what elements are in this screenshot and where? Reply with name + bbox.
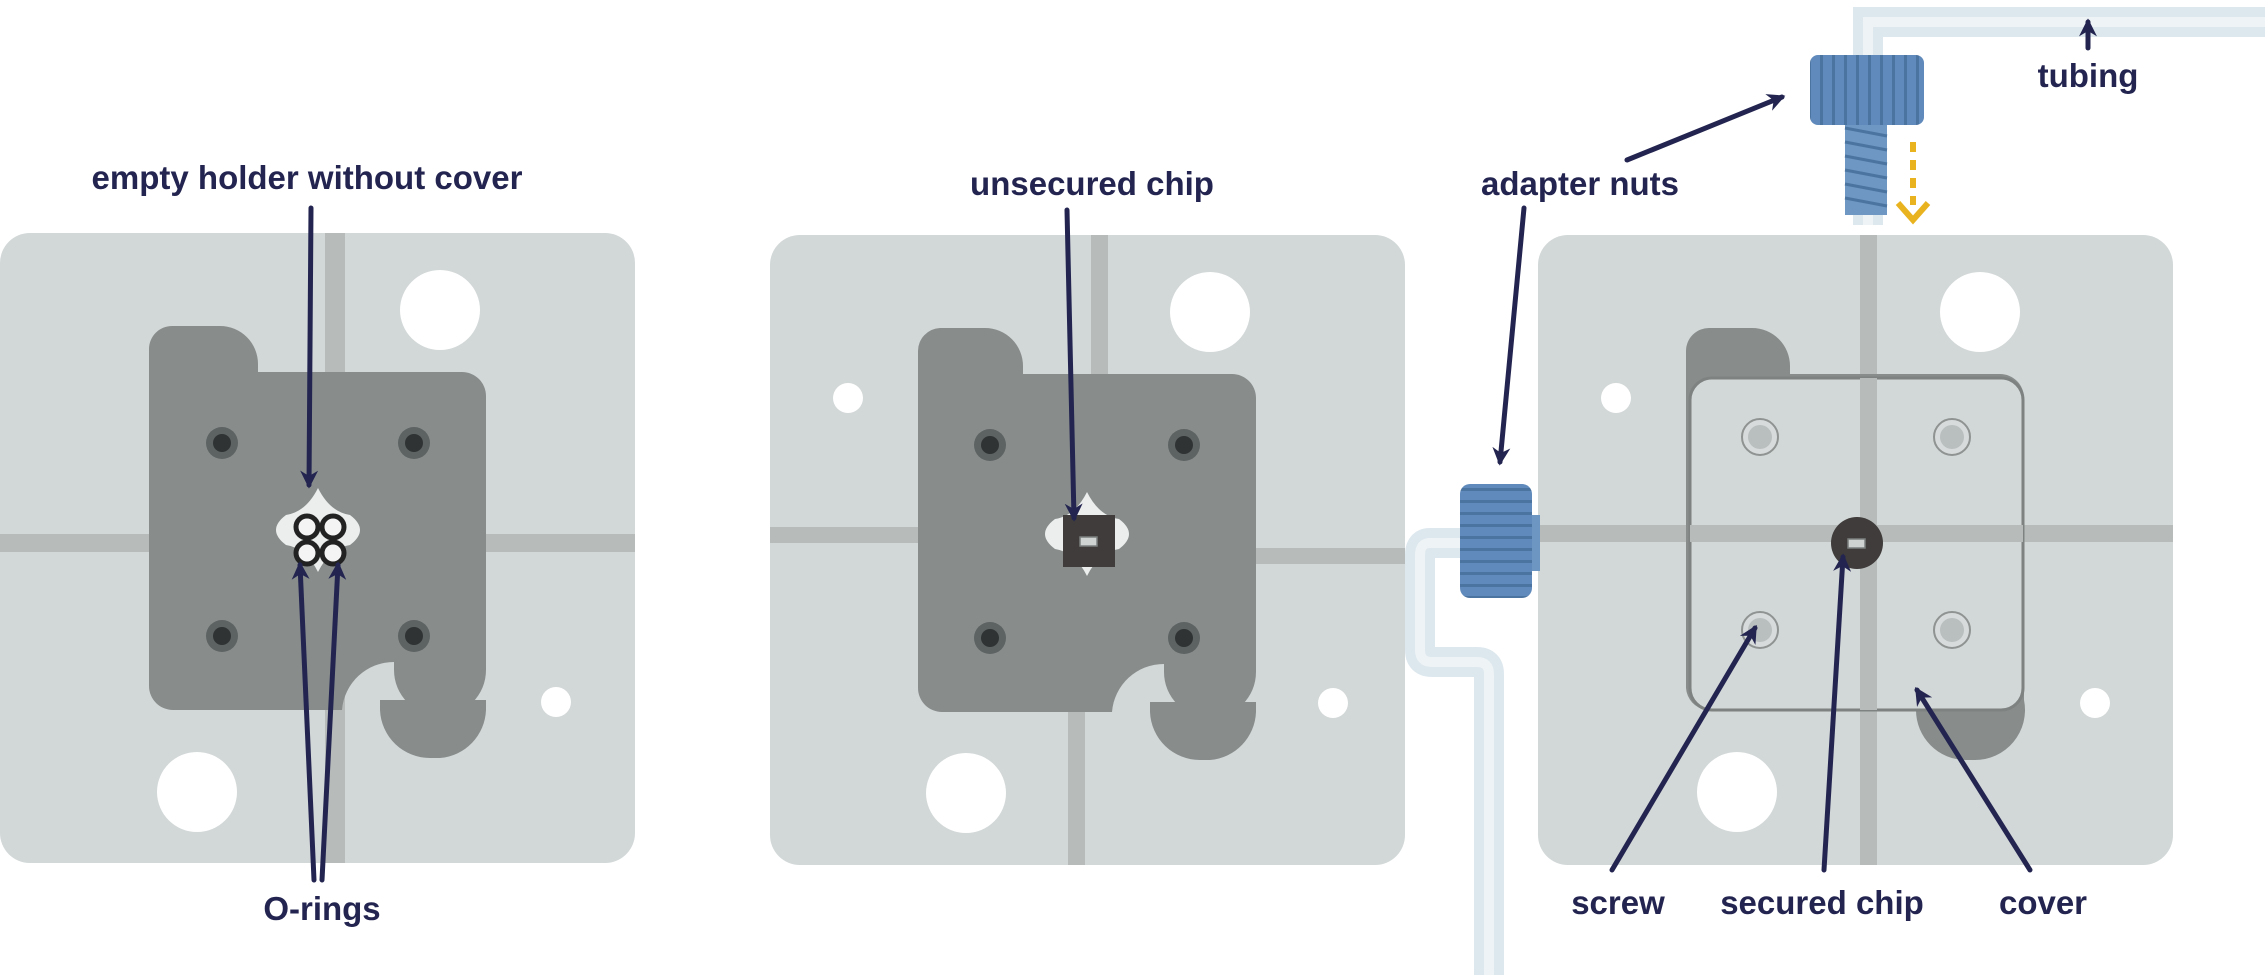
screw-hole [213, 627, 231, 645]
mounting-hole-small [2080, 688, 2110, 718]
o-ring [319, 539, 347, 567]
label-adapter-nuts: adapter nuts [1481, 165, 1679, 202]
arrow-cover [1914, 686, 2033, 873]
screw-hole [1175, 436, 1193, 454]
chip-window [1079, 536, 1098, 547]
groove-vertical [1068, 700, 1085, 865]
arrow-empty-holder [300, 205, 319, 489]
screw-hole [213, 434, 231, 452]
panel-secured-chip [1405, 7, 2265, 975]
mounting-hole-small [1601, 383, 1631, 413]
tubing [1853, 7, 2265, 225]
mounting-hole [157, 752, 237, 832]
arrow-secured-chip [1821, 553, 1852, 873]
mounting-hole-small [1318, 688, 1348, 718]
label-tubing: tubing [2038, 57, 2139, 94]
mounting-hole [1940, 272, 2020, 352]
pointer-arrows [291, 18, 2097, 883]
tubing-core [1863, 17, 2265, 225]
mounting-hole-small [541, 687, 571, 717]
adapter-nut-top [1810, 55, 1924, 215]
screw-hole [405, 627, 423, 645]
mounting-hole-small [833, 383, 863, 413]
chip-window [1847, 538, 1866, 549]
mounting-hole [1697, 752, 1777, 832]
label-o-rings: O-rings [263, 890, 380, 927]
label-secured-chip: secured chip [1720, 884, 1924, 921]
arrow-unsecured-chip [1064, 207, 1083, 522]
labels: empty holder without cover O-rings unsec… [92, 57, 2139, 927]
screw-hole [1175, 629, 1193, 647]
screw [1748, 425, 1772, 449]
label-screw: screw [1571, 884, 1665, 921]
o-ring [293, 539, 321, 567]
screw [1940, 618, 1964, 642]
chip-holder-step [380, 700, 486, 759]
label-unsecured-chip: unsecured chip [970, 165, 1214, 202]
mounting-hole [1170, 272, 1250, 352]
adapter-nut-side [1460, 484, 1540, 598]
screw-hole [981, 436, 999, 454]
screw [1940, 425, 1964, 449]
insertion-arrow-head [1895, 201, 1931, 225]
mounting-hole [926, 753, 1006, 833]
mounting-hole [400, 270, 480, 350]
o-ring [293, 513, 321, 541]
tubing [1405, 528, 1504, 975]
panel-unsecured-chip [770, 235, 1405, 865]
o-ring-set [293, 513, 347, 567]
groove-horizontal [1250, 548, 1405, 564]
groove-horizontal [770, 527, 920, 543]
label-cover: cover [1999, 884, 2087, 921]
arrow-adapter-nut-side [1492, 205, 1527, 466]
arrow-screw [1609, 624, 1758, 873]
o-ring [319, 513, 347, 541]
screw-hole [405, 434, 423, 452]
chip-holder-step [1150, 702, 1256, 761]
panel-empty-holder [0, 233, 635, 863]
arrow-o-ring-right [319, 561, 347, 883]
screw-hole [981, 629, 999, 647]
label-empty-holder: empty holder without cover [92, 159, 523, 196]
arrow-adapter-nut-top [1624, 94, 1786, 163]
tubing-core [1415, 538, 1494, 975]
arrow-o-ring-left [291, 561, 317, 883]
